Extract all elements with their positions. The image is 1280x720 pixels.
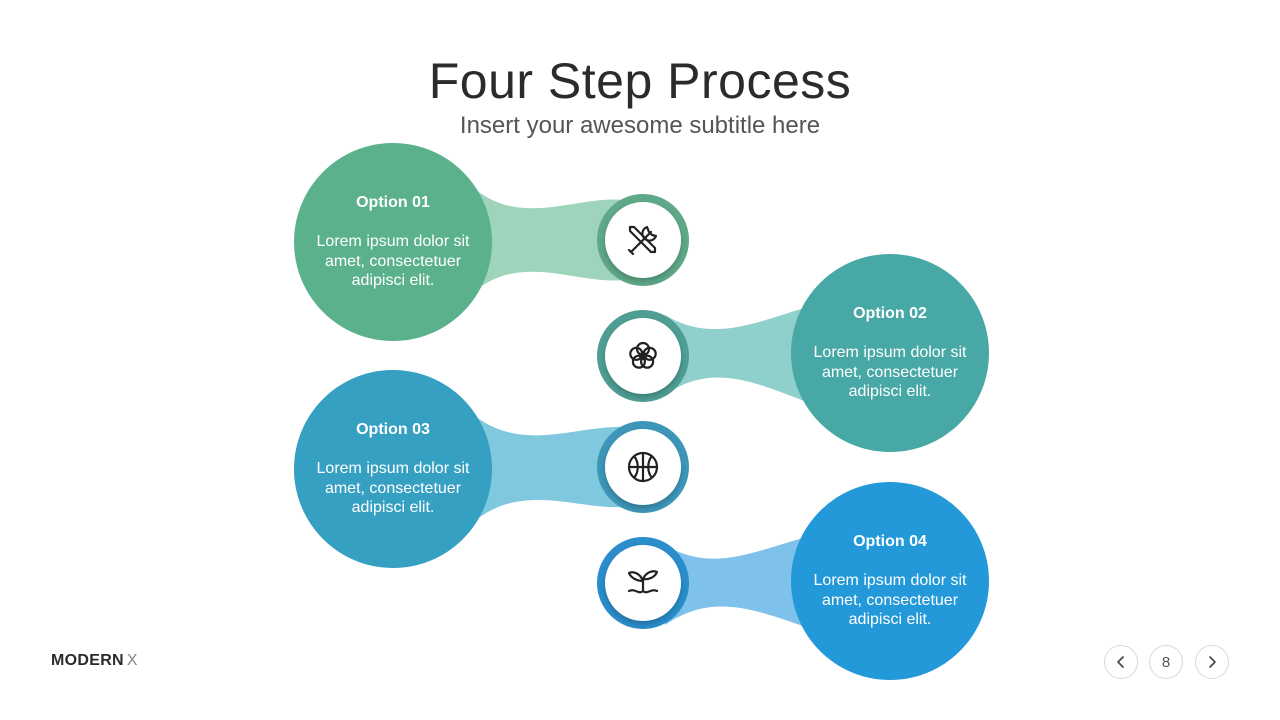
page-number: 8 [1149, 645, 1183, 679]
step-4-connector [665, 535, 815, 630]
step-1-text: Option 01 Lorem ipsum dolor sit amet, co… [298, 194, 488, 291]
basketball-icon [627, 451, 659, 483]
step-3-body: Lorem ipsum dolor sit amet, consectetuer… [316, 460, 470, 516]
tools-icon [627, 225, 658, 256]
step-3-title: Option 03 [356, 421, 430, 438]
step-4-title: Option 04 [853, 533, 927, 550]
step-2 [597, 254, 989, 452]
step-4-body: Lorem ipsum dolor sit amet, consectetuer… [813, 572, 967, 628]
brand-suffix: X [126, 652, 138, 669]
page-title: Four Step Process [428, 53, 852, 109]
step-1-body: Lorem ipsum dolor sit amet, consectetuer… [316, 233, 470, 289]
page-subtitle: Insert your awesome subtitle here [459, 112, 821, 139]
step-1-circle [294, 143, 492, 341]
step-4 [597, 482, 989, 680]
step-1-connector [470, 185, 625, 295]
brand-name: MODERN [51, 652, 124, 669]
next-slide-button[interactable] [1195, 645, 1229, 679]
flower-icon [629, 341, 657, 369]
step-2-title: Option 02 [853, 305, 927, 322]
previous-slide-button[interactable] [1104, 645, 1138, 679]
step-4-circle [791, 482, 989, 680]
step-2-connector [665, 305, 815, 405]
step-2-body: Lorem ipsum dolor sit amet, consectetuer… [813, 344, 967, 400]
step-3 [294, 370, 689, 568]
chevron-right-icon [1209, 656, 1216, 668]
sprout-icon [627, 570, 659, 594]
step-3-connector [470, 412, 625, 525]
step-3-circle [294, 370, 492, 568]
step-4-text: Option 04 Lorem ipsum dolor sit amet, co… [795, 533, 985, 630]
step-2-text: Option 02 Lorem ipsum dolor sit amet, co… [795, 305, 985, 402]
step-1-title: Option 01 [356, 194, 430, 211]
step-2-circle [791, 254, 989, 452]
step-1 [294, 143, 689, 341]
chevron-left-icon [1117, 656, 1124, 668]
step-3-text: Option 03 Lorem ipsum dolor sit amet, co… [298, 421, 488, 518]
